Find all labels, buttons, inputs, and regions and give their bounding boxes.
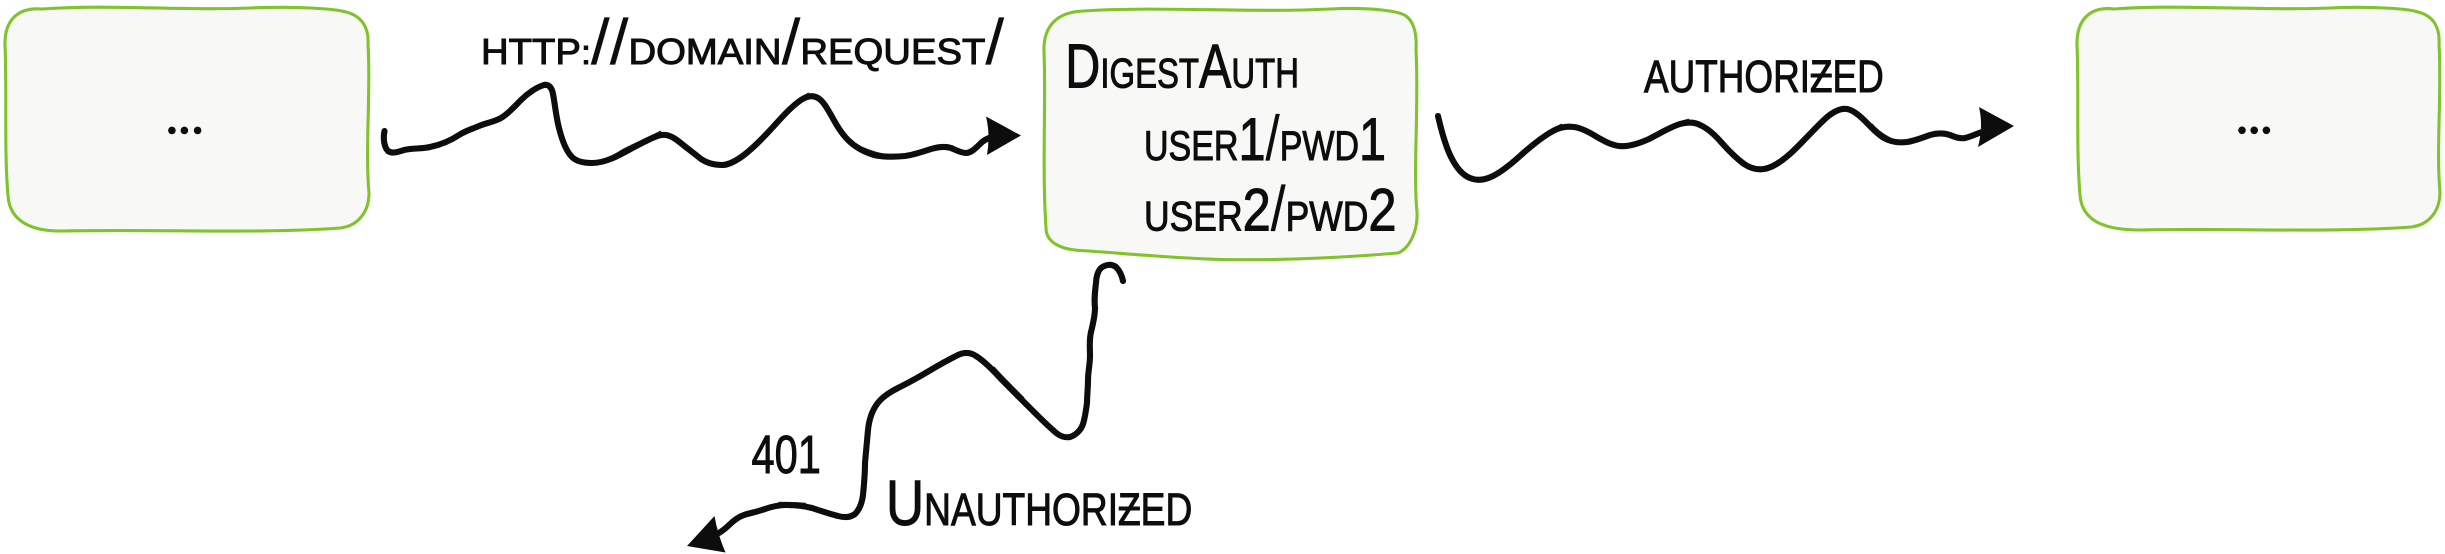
svg-text:HTTP://DOMAIN/REQUEST/: HTTP://DOMAIN/REQUEST/ (481, 6, 1005, 78)
svg-text:UNAUTHORIƵED: UNAUTHORIƵED (886, 468, 1192, 539)
svg-text:AUTHORIƵED: AUTHORIƵED (1644, 52, 1884, 102)
svg-text:401: 401 (752, 425, 821, 486)
